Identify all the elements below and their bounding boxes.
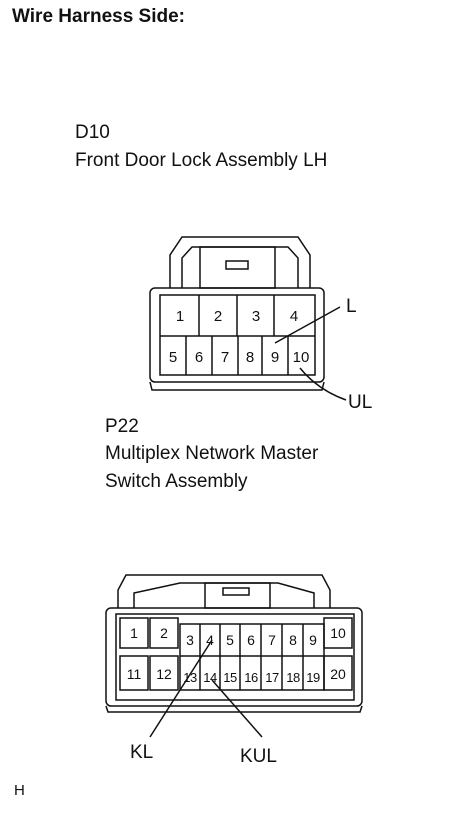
- pin-label: 2: [160, 625, 168, 641]
- callout-kl: KL: [130, 742, 153, 763]
- connector-p22-name-line2: Switch Assembly: [105, 471, 248, 492]
- pin-label: 8: [289, 632, 297, 648]
- pin-label: 15: [223, 670, 237, 685]
- p22-latch-outer: [117, 574, 331, 608]
- d10-body-base: [149, 381, 325, 391]
- pin-label: 5: [169, 349, 177, 366]
- p22-body-base: [105, 705, 363, 713]
- p22-latch-tab: [222, 587, 250, 596]
- connector-d10-name: Front Door Lock Assembly LH: [75, 150, 328, 171]
- d10-leader-ul: [299, 367, 347, 401]
- d10-latch-outer: [169, 236, 311, 288]
- callout-kul: KUL: [240, 746, 277, 767]
- callout-l: L: [346, 296, 357, 317]
- p22-leader-kl: [149, 639, 213, 738]
- pin-label: 11: [127, 666, 142, 682]
- pin-label: 14: [203, 670, 217, 685]
- connector-d10-id: D10: [75, 122, 110, 143]
- pin-label: 9: [271, 349, 279, 366]
- pin-label: 6: [195, 349, 203, 366]
- p22-center-grid: [179, 623, 325, 691]
- pin-label: 19: [306, 670, 320, 685]
- pin-cell: [149, 655, 179, 691]
- pin-label: 3: [186, 632, 194, 648]
- pin-label: 20: [330, 666, 346, 682]
- connector-p22-name-line1: Multiplex Network Master: [105, 443, 319, 464]
- pin-cell: [149, 617, 179, 649]
- pin-label: 3: [252, 308, 260, 325]
- pin-label: 4: [290, 308, 298, 325]
- d10-body-outer: [149, 287, 325, 383]
- pin-label: 13: [183, 670, 197, 685]
- pin-label: 7: [268, 632, 276, 648]
- pin-label: 10: [293, 349, 310, 366]
- pin-label: 6: [247, 632, 255, 648]
- pin-label: 18: [286, 670, 300, 685]
- pin-cell: [119, 655, 149, 691]
- pin-label: 2: [214, 308, 222, 325]
- callout-ul: UL: [348, 392, 372, 413]
- pin-label: 8: [246, 349, 254, 366]
- pin-label: 1: [176, 308, 184, 325]
- pin-label: 4: [206, 632, 214, 648]
- connector-p22-id: P22: [105, 416, 139, 437]
- pin-label: 9: [309, 632, 317, 648]
- d10-leader-l: [274, 306, 341, 344]
- pin-label: 5: [226, 632, 234, 648]
- footer-code: H: [14, 782, 25, 799]
- pin-label: 7: [221, 349, 229, 366]
- p22-body-inner: [115, 613, 355, 701]
- page-heading: Wire Harness Side:: [12, 6, 186, 27]
- pin-label: 1: [130, 625, 138, 641]
- pin-label: 17: [265, 670, 279, 685]
- p22-leader-kul: [211, 679, 263, 738]
- pin-label: 12: [156, 666, 172, 682]
- pin-label: 10: [330, 625, 346, 641]
- pin-label: 16: [244, 670, 258, 685]
- d10-latch-tab: [225, 260, 249, 270]
- pin-cell: [119, 617, 149, 649]
